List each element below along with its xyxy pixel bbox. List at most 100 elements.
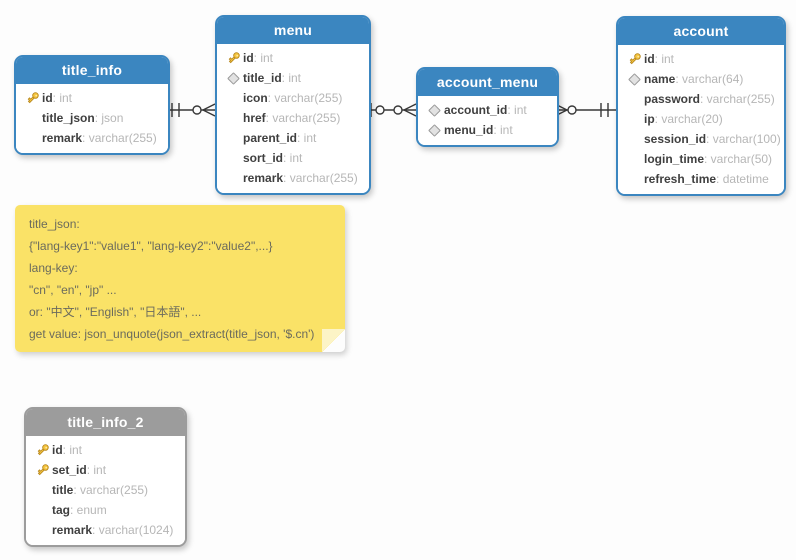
field-row[interactable]: menu_id: int <box>418 120 557 140</box>
field-row[interactable]: title_json: json <box>16 108 168 128</box>
field-row[interactable]: password: varchar(255) <box>618 89 784 109</box>
field-row[interactable]: parent_id: int <box>217 128 369 148</box>
field-type: : varchar(20) <box>654 112 723 126</box>
field-name: ip <box>644 112 655 126</box>
field-name: title <box>52 483 74 497</box>
diamond-icon <box>224 71 243 85</box>
field-row[interactable]: ip: varchar(20) <box>618 109 784 129</box>
relationship-menu-account_menu[interactable] <box>367 103 417 117</box>
field-type: : varchar(1024) <box>92 523 174 537</box>
field-name: title_json <box>42 111 95 125</box>
field-type: : datetime <box>716 172 769 186</box>
field-row[interactable]: id: int <box>16 88 168 108</box>
note-text: title_json: {"lang-key1":"value1", "lang-… <box>29 213 331 345</box>
field-row[interactable]: remark: varchar(255) <box>217 168 369 188</box>
field-type: : varchar(50) <box>704 152 773 166</box>
field-name: id <box>52 443 63 457</box>
field-name: password <box>644 92 701 106</box>
field-row[interactable]: remark: varchar(255) <box>16 128 168 148</box>
note-line: or: "中文", "English", "日本語", ... <box>29 305 202 319</box>
field-name: href <box>243 111 266 125</box>
key-icon <box>224 51 243 65</box>
field-type: : varchar(255) <box>700 92 775 106</box>
field-name: parent_id <box>243 131 298 145</box>
field-type: : int <box>52 91 73 105</box>
field-row[interactable]: account_id: int <box>418 100 557 120</box>
field-name: title_id <box>243 71 282 85</box>
table-title[interactable]: title_info <box>16 57 168 84</box>
field-type: : int <box>62 443 83 457</box>
key-icon <box>625 52 644 66</box>
field-row[interactable]: title: varchar(255) <box>26 480 185 500</box>
field-row[interactable]: tag: enum <box>26 500 185 520</box>
field-type: : varchar(255) <box>265 111 341 125</box>
field-name: login_time <box>644 152 705 166</box>
field-type: : int <box>253 51 274 65</box>
field-type: : int <box>283 151 303 165</box>
key-icon <box>33 443 52 457</box>
field-type: : varchar(255) <box>82 131 157 145</box>
field-row[interactable]: id: int <box>26 440 185 460</box>
table-title[interactable]: title_info_2 <box>26 409 185 436</box>
relationship-account_menu-account[interactable] <box>554 103 616 117</box>
field-type: : enum <box>70 503 107 517</box>
field-row[interactable]: sort_id: int <box>217 148 369 168</box>
field-type: : varchar(255) <box>267 91 343 105</box>
field-type: : int <box>281 71 302 85</box>
field-type: : varchar(100) <box>706 132 781 146</box>
field-row[interactable]: id: int <box>217 48 369 68</box>
note-line: {"lang-key1":"value1", "lang-key2":"valu… <box>29 239 273 253</box>
note-line: lang-key: <box>29 261 78 275</box>
field-row[interactable]: session_id: varchar(100) <box>618 129 784 149</box>
field-name: session_id <box>644 132 707 146</box>
relationship-title_info-menu[interactable] <box>166 103 216 117</box>
field-row[interactable]: id: int <box>618 49 784 69</box>
field-type: : int <box>493 123 513 137</box>
field-row[interactable]: name: varchar(64) <box>618 69 784 89</box>
field-name: remark <box>52 523 93 537</box>
field-name: id <box>243 51 254 65</box>
field-row[interactable]: href: varchar(255) <box>217 108 369 128</box>
field-row[interactable]: set_id: int <box>26 460 185 480</box>
field-type: : int <box>654 52 675 66</box>
table-title[interactable]: account_menu <box>418 69 557 96</box>
field-row[interactable]: refresh_time: datetime <box>618 169 784 189</box>
field-name: remark <box>42 131 83 145</box>
field-name: set_id <box>52 463 87 477</box>
field-row[interactable]: login_time: varchar(50) <box>618 149 784 169</box>
field-name: name <box>644 72 676 86</box>
field-name: icon <box>243 91 268 105</box>
diamond-icon <box>425 123 444 137</box>
field-row[interactable]: title_id: int <box>217 68 369 88</box>
field-name: tag <box>52 503 70 517</box>
diamond-icon <box>425 103 444 117</box>
note-fold-corner-icon <box>322 329 345 352</box>
field-name: menu_id <box>444 123 494 137</box>
note-line: title_json: <box>29 217 80 231</box>
field-name: id <box>42 91 53 105</box>
field-row[interactable]: icon: varchar(255) <box>217 88 369 108</box>
note-line: "cn", "en", "jp" ... <box>29 283 117 297</box>
table-title[interactable]: menu <box>217 17 369 44</box>
table-title[interactable]: account <box>618 18 784 45</box>
field-name: account_id <box>444 103 508 117</box>
note-line: get value: json_unquote(json_extract(tit… <box>29 327 315 341</box>
field-type: : varchar(255) <box>73 483 149 497</box>
sticky-note[interactable]: title_json: {"lang-key1":"value1", "lang-… <box>15 205 345 352</box>
field-type: : varchar(255) <box>283 171 358 185</box>
field-type: : int <box>507 103 527 117</box>
field-row[interactable]: remark: varchar(1024) <box>26 520 185 540</box>
field-name: refresh_time <box>644 172 717 186</box>
key-icon <box>23 91 42 105</box>
